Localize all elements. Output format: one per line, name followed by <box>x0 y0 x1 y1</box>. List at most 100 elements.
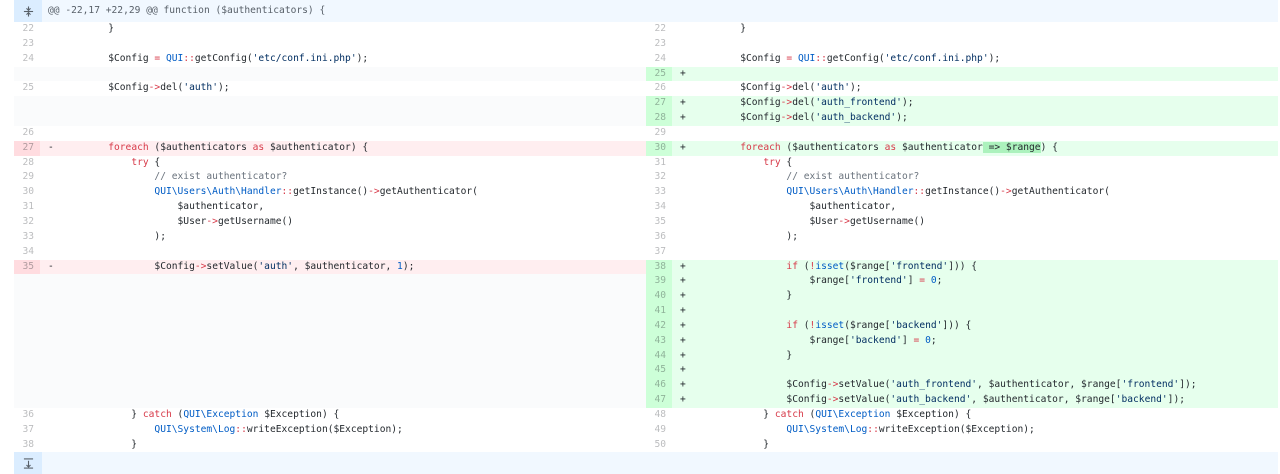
line-number[interactable]: 38 <box>22 438 34 450</box>
line-number[interactable]: 36 <box>654 230 666 242</box>
diff-row: 32 $User->getUsername()35 $User->getUser… <box>14 214 1278 230</box>
code-token: as <box>884 141 897 153</box>
code-token: -> <box>368 186 380 198</box>
line-number[interactable]: 28 <box>22 156 34 168</box>
expand-all-icon[interactable] <box>14 0 42 22</box>
line-number[interactable]: 35 <box>14 259 40 275</box>
line-number[interactable]: 24 <box>22 52 34 64</box>
line-number[interactable]: 46 <box>646 378 672 394</box>
line-number[interactable] <box>14 289 40 304</box>
line-number[interactable]: 39 <box>646 274 672 290</box>
code-token: // exist authenticator? <box>154 171 288 183</box>
code-line: $authenticator, <box>694 200 897 215</box>
diff-row: 40+ } <box>14 289 1278 305</box>
expand-down-icon[interactable] <box>14 452 42 474</box>
code-line: $Config->del('auth_frontend'); <box>694 96 913 111</box>
code-line: if (!isset($range['frontend'])) { <box>694 260 977 275</box>
code-token: -> <box>148 82 161 94</box>
right-line: 39+ $range['frontend'] = 0; <box>646 274 1278 290</box>
code-token: $Config <box>694 394 827 406</box>
line-number[interactable]: 37 <box>654 245 666 257</box>
code-token: $Exception) { <box>258 408 340 420</box>
line-number[interactable]: 27 <box>14 140 40 156</box>
line-number[interactable]: 45 <box>646 363 672 379</box>
line-number[interactable]: 38 <box>646 259 672 275</box>
line-number[interactable]: 30 <box>646 140 672 156</box>
diff-row: 26 29 <box>14 125 1278 141</box>
line-number[interactable]: 43 <box>646 333 672 349</box>
line-number[interactable]: 23 <box>22 37 34 49</box>
code-token: QUI\System\Log <box>154 423 236 435</box>
code-token: :: <box>913 186 926 198</box>
line-number[interactable]: 48 <box>654 408 666 420</box>
line-number[interactable] <box>14 96 40 111</box>
line-number[interactable] <box>14 111 40 126</box>
line-number[interactable] <box>14 393 40 408</box>
left-line: 32 $User->getUsername() <box>14 214 646 230</box>
line-number[interactable]: 50 <box>654 438 666 450</box>
line-number[interactable] <box>14 349 40 364</box>
line-number[interactable]: 42 <box>646 318 672 334</box>
line-number[interactable]: 49 <box>654 423 666 435</box>
diff-marker: + <box>680 349 686 361</box>
line-number[interactable]: 35 <box>654 215 666 227</box>
line-number[interactable]: 40 <box>646 289 672 305</box>
line-number[interactable] <box>14 363 40 378</box>
code-token: getInstance() <box>293 186 369 198</box>
code-token: writeException($Exception); <box>878 423 1035 435</box>
code-token: ); <box>694 230 798 242</box>
line-number[interactable] <box>14 378 40 393</box>
diff-marker: + <box>680 260 686 272</box>
code-token: 'auth' <box>258 260 294 272</box>
line-number[interactable] <box>14 334 40 349</box>
line-number[interactable]: 33 <box>654 186 666 198</box>
code-token: 'frontend' <box>890 260 949 272</box>
line-number[interactable] <box>14 304 40 319</box>
line-number[interactable] <box>14 274 40 289</box>
line-number[interactable]: 30 <box>22 186 34 198</box>
line-number[interactable]: 34 <box>654 201 666 213</box>
diff-marker: + <box>680 394 686 406</box>
diff-marker: + <box>680 305 686 317</box>
right-line: 27+ $Config->del('auth_frontend'); <box>646 96 1278 112</box>
line-number[interactable]: 34 <box>22 245 34 257</box>
line-number[interactable]: 23 <box>654 37 666 49</box>
line-number[interactable]: 29 <box>654 126 666 138</box>
code-token <box>694 261 786 272</box>
code-token: $Config <box>62 82 149 94</box>
code-line: if (!isset($range['backend'])) { <box>694 319 971 334</box>
line-number[interactable]: 37 <box>22 423 34 435</box>
code-token: 'frontend' <box>849 275 908 287</box>
code-token: ($authenticators <box>780 141 885 153</box>
line-number[interactable]: 32 <box>22 215 34 227</box>
line-number[interactable]: 44 <box>646 348 672 364</box>
split-diff-view: @@ -22,17 +22,29 @@ function ($authentic… <box>14 0 1278 474</box>
line-number[interactable] <box>14 67 40 82</box>
line-number[interactable]: 29 <box>22 171 34 183</box>
line-number[interactable]: 25 <box>646 66 672 82</box>
line-number[interactable]: 31 <box>654 156 666 168</box>
line-number[interactable]: 25 <box>22 82 34 94</box>
line-number[interactable]: 47 <box>646 393 672 408</box>
code-line: foreach ($authenticators as $authenticat… <box>62 141 368 156</box>
line-number[interactable]: 22 <box>654 23 666 34</box>
code-token: ! <box>809 319 816 331</box>
line-number[interactable]: 22 <box>22 23 34 34</box>
code-token: ]); <box>1179 379 1197 391</box>
line-number[interactable] <box>14 319 40 334</box>
line-number[interactable]: 24 <box>654 52 666 64</box>
line-number[interactable]: 36 <box>22 408 34 420</box>
line-number[interactable]: 28 <box>646 111 672 126</box>
right-line: 22 } <box>646 22 1278 37</box>
right-line: 34 $authenticator, <box>646 200 1278 215</box>
line-number[interactable]: 33 <box>22 230 34 242</box>
diff-row: 29 // exist authenticator?32 // exist au… <box>14 170 1278 186</box>
line-number[interactable]: 31 <box>22 201 34 213</box>
line-number[interactable]: 26 <box>22 126 34 138</box>
right-line: 29 <box>646 125 1278 141</box>
line-number[interactable]: 41 <box>646 304 672 319</box>
right-line: 47+ $Config->setValue('auth_backend', $a… <box>646 393 1278 408</box>
line-number[interactable]: 27 <box>646 96 672 112</box>
line-number[interactable]: 32 <box>654 171 666 183</box>
line-number[interactable]: 26 <box>654 82 666 94</box>
